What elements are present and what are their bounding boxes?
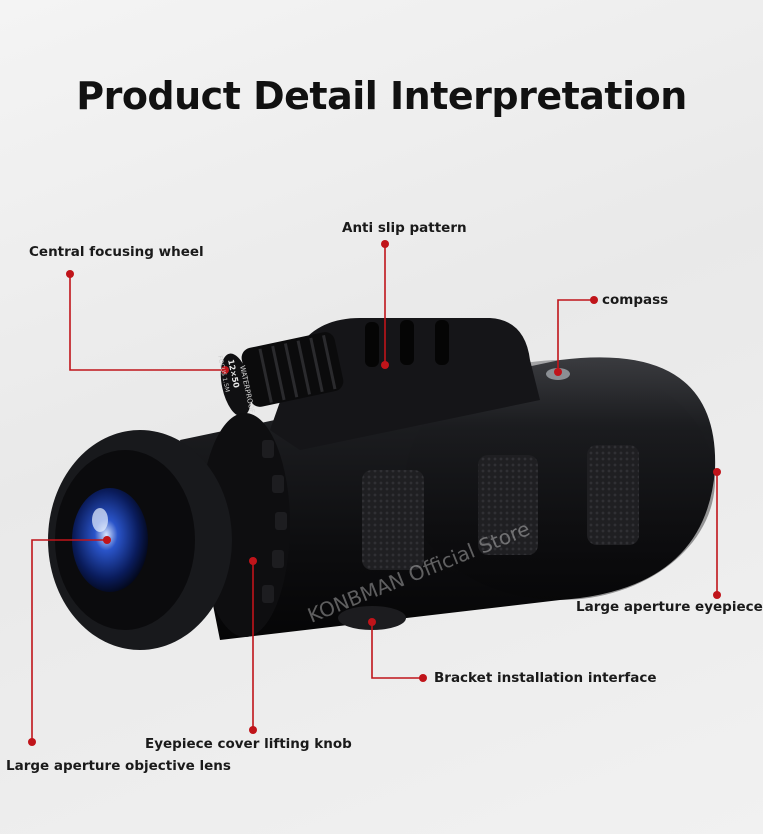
grip-pad-1 xyxy=(362,470,424,570)
prism-housing xyxy=(270,318,540,450)
page-title: Product Detail Interpretation xyxy=(76,74,687,118)
grip-pad-2 xyxy=(478,455,538,555)
leader-compass xyxy=(557,299,594,372)
label-compass: compass xyxy=(602,292,669,308)
label-large-aperture-objective-lens: Large aperture objective lens xyxy=(6,758,231,774)
grip-pad-3 xyxy=(587,445,639,545)
leader-focus-wheel xyxy=(69,274,225,371)
leader-bracket xyxy=(371,622,423,679)
label-central-focusing-wheel: Central focusing wheel xyxy=(29,244,204,260)
label-anti-slip-pattern: Anti slip pattern xyxy=(342,220,467,236)
label-large-aperture-eyepiece: Large aperture eyepiece xyxy=(576,599,763,615)
leader-objective xyxy=(31,539,107,742)
label-bracket-installation-interface: Bracket installation interface xyxy=(434,670,657,686)
label-eyepiece-cover-lifting-knob: Eyepiece cover lifting knob xyxy=(145,736,352,752)
